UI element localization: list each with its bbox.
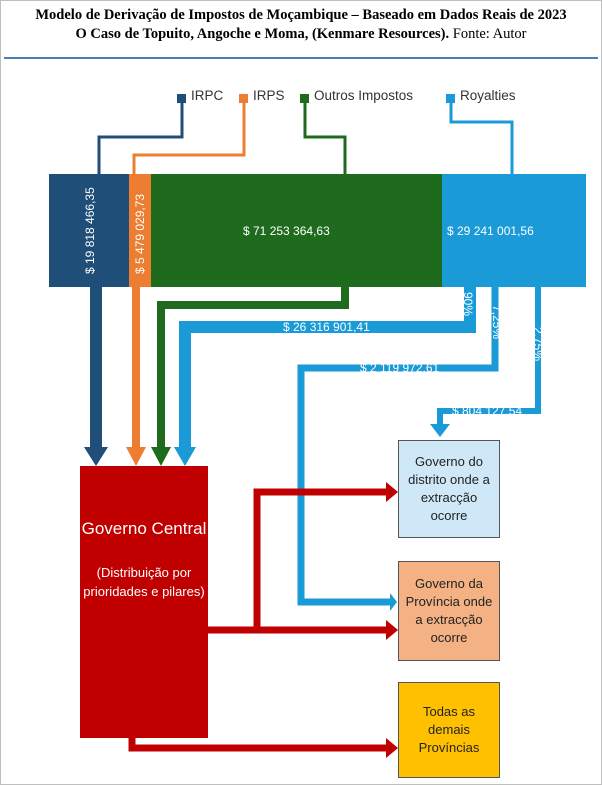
arrow-central-province (386, 620, 398, 640)
title-line2: O Caso de Topuito, Angoche e Moma, (Kenm… (75, 26, 450, 42)
bar-irps (129, 174, 151, 287)
title-rule (4, 57, 598, 59)
flow-irps (132, 287, 140, 447)
legend-swatch-irps (239, 94, 248, 103)
legend-label-irps: IRPS (253, 88, 285, 103)
arrow-royalty-district (430, 424, 450, 437)
arrow-outros (151, 447, 171, 466)
arrow-irps (126, 447, 146, 466)
title-line1: Modelo de Derivação de Impostos de Moçam… (35, 7, 567, 23)
flow-royalty-province (297, 287, 499, 606)
legend-swatch-outros (300, 94, 309, 103)
royalty-pct-district: 2,75% (531, 327, 545, 362)
bar-outros (151, 174, 442, 287)
royalty-value-district: $ 804 127,54 (452, 404, 523, 418)
flow-irpc (90, 287, 102, 447)
legend-line-irps (132, 102, 246, 176)
flow-central-district (208, 488, 387, 634)
arrow-irpc (84, 447, 108, 466)
legend-line-royalties (449, 102, 514, 176)
royalty-value-province: $ 2 119 972,61 (360, 361, 440, 375)
royalty-pct-province: 7,25% (490, 305, 504, 340)
legend-line-outros (303, 102, 347, 176)
province-government-box: Governo da Província onde a extracção oc… (398, 561, 500, 661)
royalty-value-central: $ 26 316 901,41 (283, 320, 370, 334)
figure-title: Modelo de Derivação de Impostos de Moçam… (0, 6, 602, 44)
arrow-central-others (386, 738, 398, 758)
bar-royalties (442, 174, 586, 287)
legend-label-royalties: Royalties (460, 88, 516, 103)
royalty-pct-central: 90% (461, 292, 475, 317)
central-government-title: Governo Central (81, 519, 207, 538)
bar-value-royalties: $ 29 241 001,56 (447, 224, 534, 238)
legend-swatch-royalties (446, 94, 455, 103)
legend-line-irpc (97, 102, 184, 176)
district-government-box: Governo do distrito onde a extracção oco… (398, 440, 500, 538)
flow-outros (157, 287, 349, 447)
bar-value-outros: $ 71 253 364,63 (243, 224, 330, 238)
legend-label-outros: Outros Impostos (314, 88, 414, 103)
bar-irpc (49, 174, 129, 287)
central-government-box: Governo Central (Distribuição por priori… (80, 466, 208, 738)
flow-central-others (128, 738, 387, 752)
bar-value-irpc: $ 19 818 466,35 (83, 187, 97, 274)
other-provinces-box: Todas as demais Províncias (398, 682, 500, 778)
arrow-royalty-central (174, 447, 196, 466)
central-government-subtitle: (Distribuição por prioridades e pilares) (83, 565, 205, 599)
arrow-royalty-province (390, 593, 397, 611)
title-source: Fonte: Autor (449, 26, 527, 42)
flow-royalty-district (437, 287, 541, 424)
bar-value-irps: $ 5 479 029,73 (133, 193, 147, 274)
legend-swatch-irpc (177, 94, 186, 103)
flow-royalty-central (179, 287, 476, 447)
legend-label-irpc: IRPC (191, 88, 224, 103)
arrow-central-district (386, 482, 398, 502)
